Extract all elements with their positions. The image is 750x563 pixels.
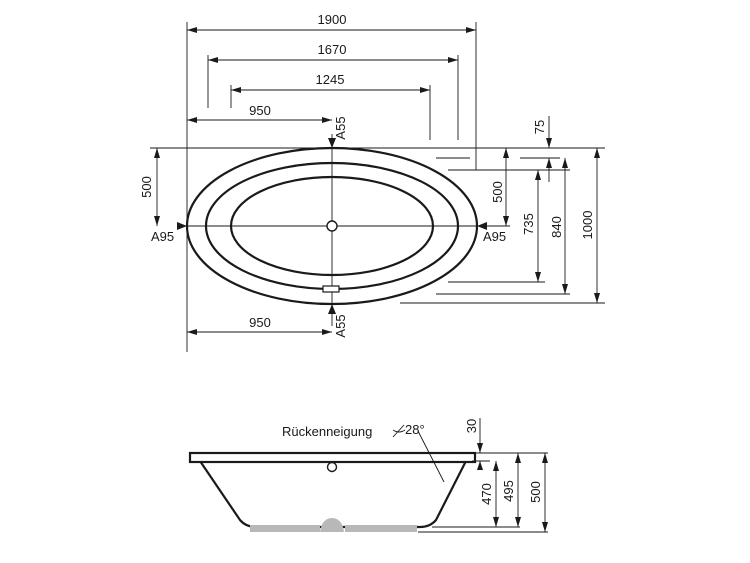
dim-30: 30 (464, 419, 479, 433)
tub-foot-left (250, 525, 320, 532)
dim-500-side: 500 (528, 481, 543, 503)
label-a55-top: A55 (333, 116, 348, 139)
label-a95-right: A95 (483, 229, 506, 244)
dim-500-left: 500 (139, 176, 154, 198)
dim-470: 470 (479, 483, 494, 505)
overflow-icon (322, 285, 340, 293)
overflow-side-icon (326, 461, 338, 473)
dim-width-1670: 1670 (318, 42, 347, 57)
label-a95-left: A95 (151, 229, 174, 244)
top-view: 1900 1670 1245 950 A55 A55 500 A95 (139, 12, 605, 352)
dim-width-1245: 1245 (316, 72, 345, 87)
dim-840: 840 (549, 216, 564, 238)
dim-500-right: 500 (490, 181, 505, 203)
tub-foot-right (345, 525, 417, 532)
tub-body-side (197, 459, 468, 529)
label-angle: 28° (405, 422, 425, 437)
dim-950-top: 950 (249, 103, 271, 118)
dim-1000: 1000 (580, 211, 595, 240)
drain-icon (326, 220, 338, 232)
side-view: Rückenneigung 28° 30 470 495 500 (188, 418, 548, 533)
dim-495: 495 (501, 480, 516, 502)
dim-width-total: 1900 (318, 12, 347, 27)
label-back-incline: Rückenneigung (282, 424, 372, 439)
dim-75: 75 (532, 120, 547, 134)
tub-rim-side (188, 451, 477, 464)
dim-735: 735 (521, 213, 536, 235)
dim-950-bottom: 950 (249, 315, 271, 330)
label-a55-bottom: A55 (333, 314, 348, 337)
